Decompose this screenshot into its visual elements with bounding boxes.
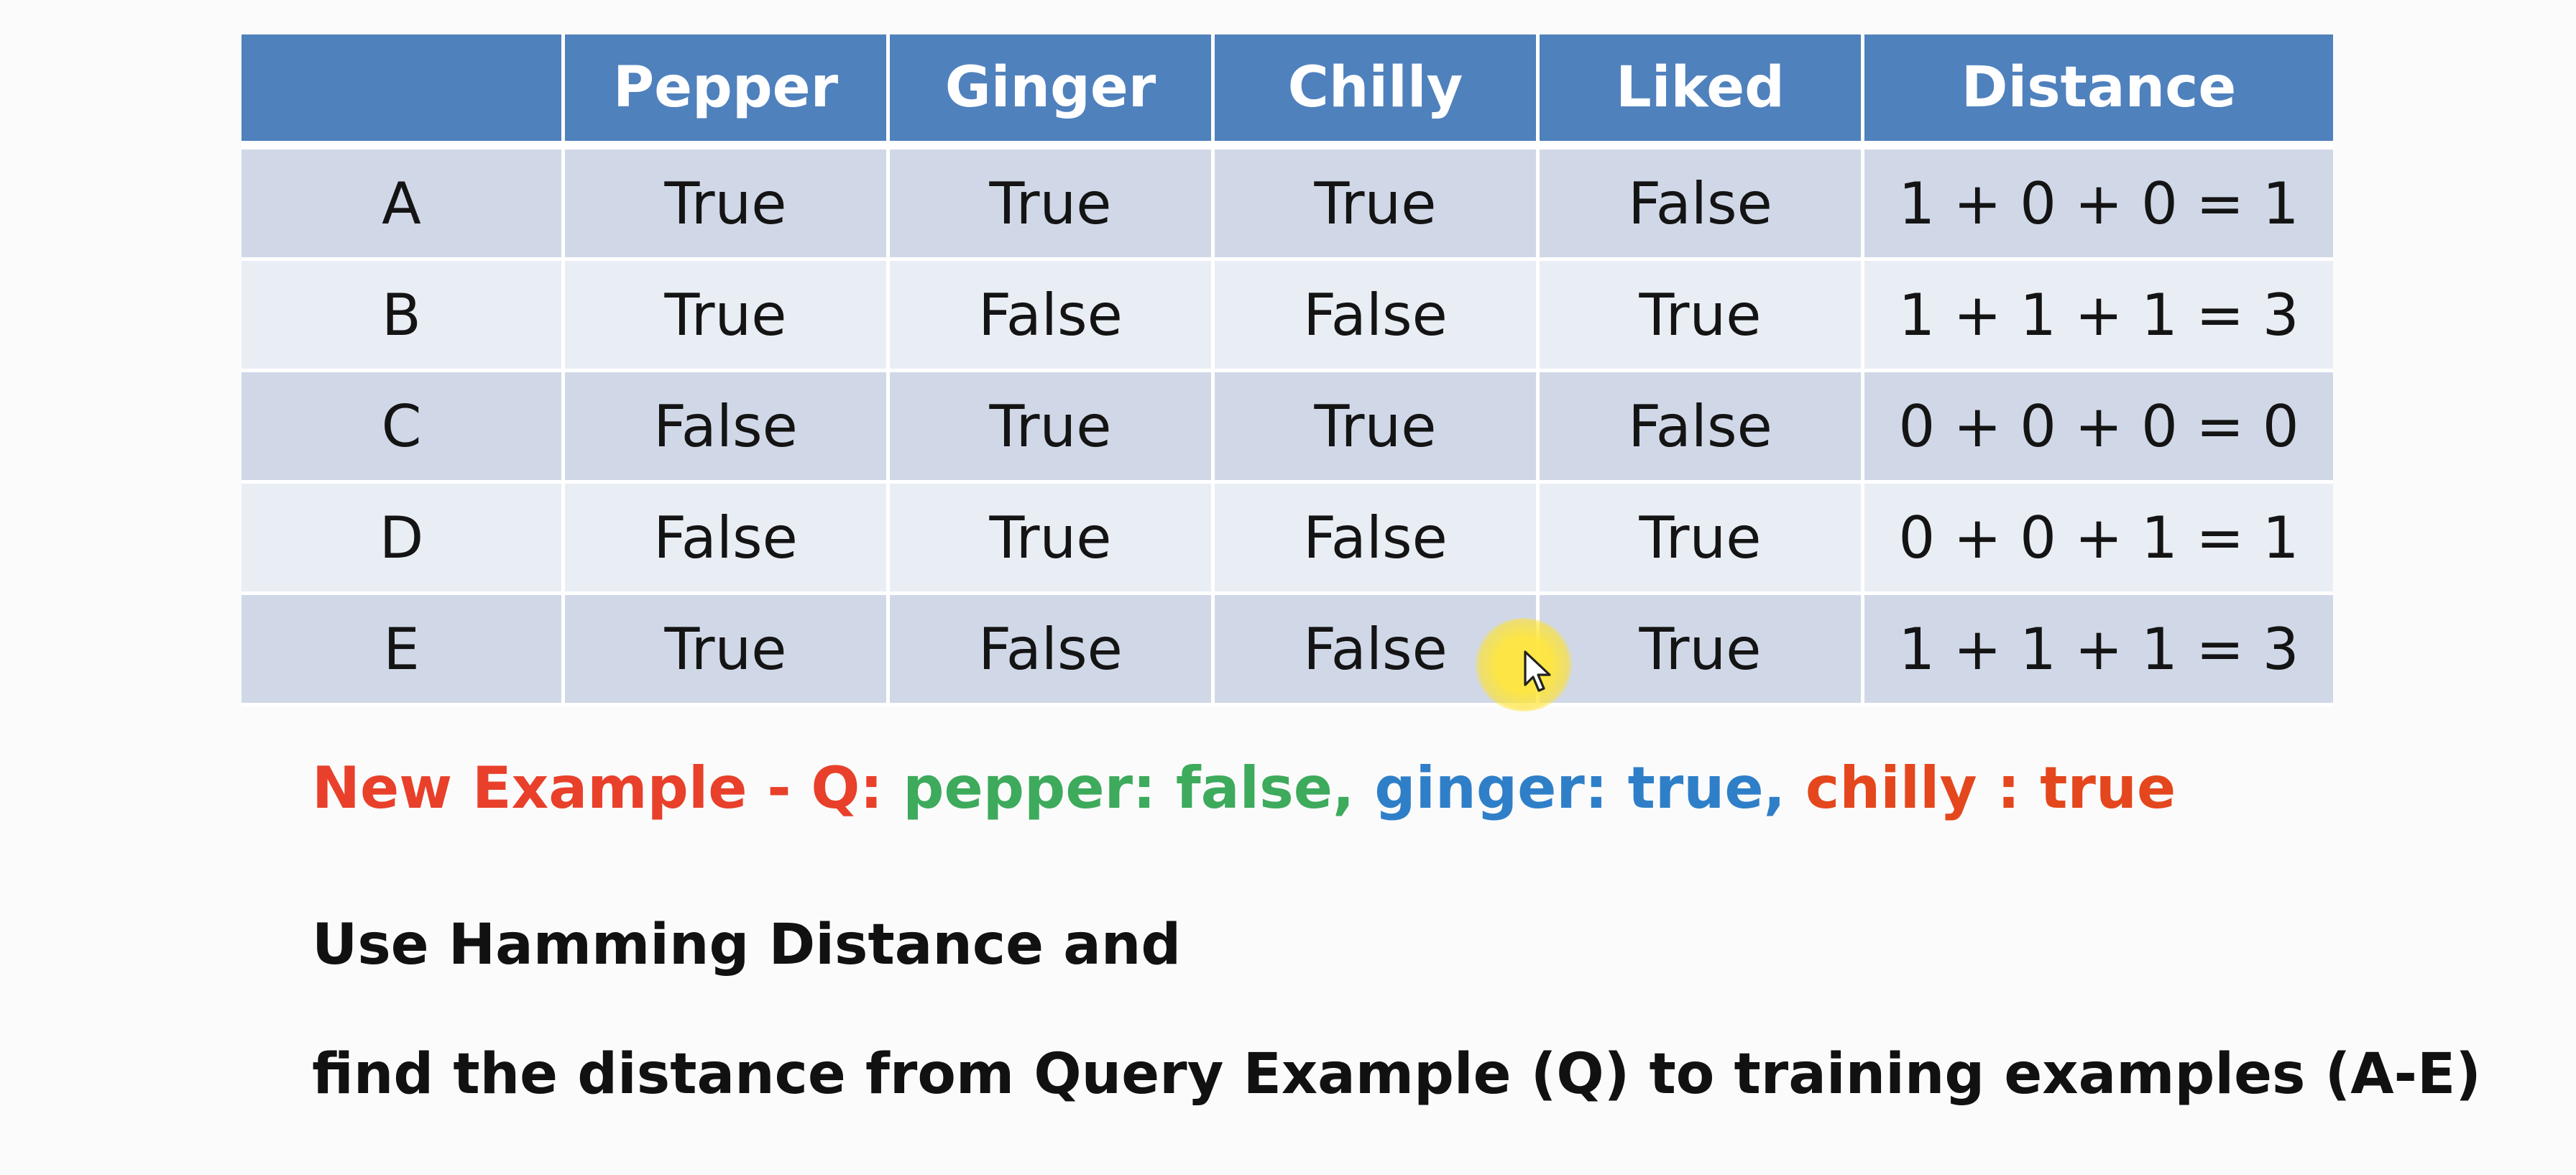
cell-chilly: False xyxy=(1215,484,1540,595)
table-row: B True False False True 1 + 1 + 1 = 3 xyxy=(242,261,2333,372)
cell-ginger: False xyxy=(890,261,1215,372)
data-table: Pepper Ginger Chilly Liked Distance A Tr… xyxy=(242,34,2333,706)
header-cell-blank xyxy=(242,34,565,149)
cell-distance: 0 + 0 + 1 = 1 xyxy=(1864,484,2333,595)
cell-chilly: True xyxy=(1215,372,1540,484)
cell-liked: True xyxy=(1540,484,1864,595)
cell-chilly: False xyxy=(1215,261,1540,372)
cell-distance: 1 + 1 + 1 = 3 xyxy=(1864,261,2333,372)
instruction-line-2: find the distance from Query Example (Q)… xyxy=(312,1042,2481,1107)
row-label: A xyxy=(242,149,565,261)
query-pepper: pepper: false, xyxy=(903,755,1375,821)
cell-liked: False xyxy=(1540,149,1864,261)
cell-liked: True xyxy=(1540,595,1864,706)
cell-ginger: True xyxy=(890,484,1215,595)
row-label: B xyxy=(242,261,565,372)
cell-pepper: True xyxy=(565,595,890,706)
row-label: E xyxy=(242,595,565,706)
cell-distance: 0 + 0 + 0 = 0 xyxy=(1864,372,2333,484)
instruction-line-1: Use Hamming Distance and xyxy=(312,913,1182,977)
header-cell-distance: Distance xyxy=(1864,34,2333,149)
table-header-row: Pepper Ginger Chilly Liked Distance xyxy=(242,34,2333,149)
cell-ginger: False xyxy=(890,595,1215,706)
row-label: C xyxy=(242,372,565,484)
cell-pepper: True xyxy=(565,149,890,261)
cell-ginger: True xyxy=(890,149,1215,261)
cell-distance: 1 + 1 + 1 = 3 xyxy=(1864,595,2333,706)
cell-pepper: False xyxy=(565,372,890,484)
cursor-highlight xyxy=(1473,618,1574,711)
cell-pepper: False xyxy=(565,484,890,595)
mouse-pointer-icon xyxy=(1524,650,1551,692)
header-cell-chilly: Chilly xyxy=(1215,34,1540,149)
query-ginger: ginger: true, xyxy=(1374,755,1806,821)
header-cell-ginger: Ginger xyxy=(890,34,1215,149)
cell-liked: False xyxy=(1540,372,1864,484)
cell-chilly: True xyxy=(1215,149,1540,261)
cell-liked: True xyxy=(1540,261,1864,372)
cell-distance: 1 + 0 + 0 = 1 xyxy=(1864,149,2333,261)
table-row: C False True True False 0 + 0 + 0 = 0 xyxy=(242,372,2333,484)
cell-ginger: True xyxy=(890,372,1215,484)
table-row: A True True True False 1 + 0 + 0 = 1 xyxy=(242,149,2333,261)
row-label: D xyxy=(242,484,565,595)
query-chilly: chilly : true xyxy=(1805,755,2176,821)
header-cell-liked: Liked xyxy=(1540,34,1864,149)
table-row: E True False False True 1 + 1 + 1 = 3 xyxy=(242,595,2333,706)
query-prefix: New Example - Q: xyxy=(312,755,903,821)
cell-pepper: True xyxy=(565,261,890,372)
table-row: D False True False True 0 + 0 + 1 = 1 xyxy=(242,484,2333,595)
query-example-line: New Example - Q: pepper: false, ginger: … xyxy=(312,755,2176,821)
header-cell-pepper: Pepper xyxy=(565,34,890,149)
